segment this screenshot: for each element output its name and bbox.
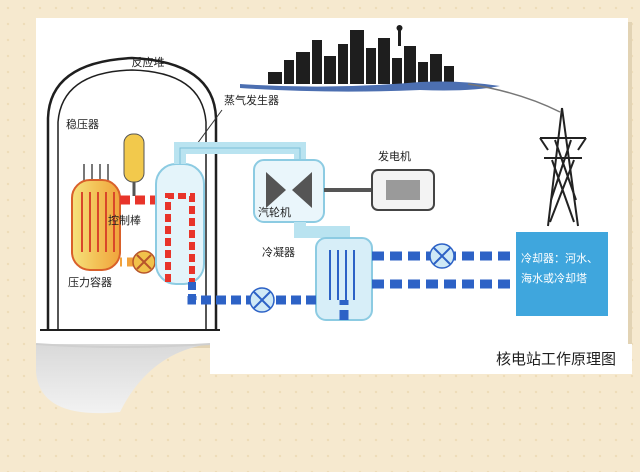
steam-generator	[155, 163, 205, 285]
reactor-containment-inner	[57, 69, 207, 330]
label-reactor: 反应堆	[132, 55, 165, 69]
caption-band	[210, 344, 632, 374]
pressure-vessel	[71, 179, 121, 271]
city-skyline	[268, 25, 454, 84]
turbine-rotor	[266, 172, 312, 208]
label-steam-generator: 蒸气发生器	[224, 93, 279, 107]
label-generator: 发电机	[378, 149, 411, 163]
label-cooler-line2: 海水或冷却塔	[521, 271, 587, 285]
page-curl	[36, 344, 210, 414]
feedwater-loop	[187, 295, 349, 320]
steam-pipe-outline	[179, 147, 301, 164]
fuel-rods	[81, 192, 115, 252]
label-pressure-vessel: 压力容器	[68, 275, 112, 289]
condenser-coils	[329, 250, 355, 300]
page-curl-edge	[35, 343, 211, 348]
power-line	[467, 83, 561, 113]
cooler	[516, 232, 608, 316]
generator-core	[386, 180, 420, 200]
caption: 核电站工作原理图	[496, 350, 616, 368]
primary-pump-cross	[136, 254, 152, 270]
steam-generator-tubes	[165, 193, 195, 282]
feedwater-pump-cross	[253, 291, 271, 309]
label-pressurizer: 稳压器	[66, 117, 99, 131]
turbine-exhaust	[294, 222, 350, 240]
cooling-pump-cross	[433, 247, 451, 265]
label-condenser: 冷凝器	[262, 245, 295, 259]
label-cooler-line1: 冷却器：河水、	[521, 252, 598, 265]
condenser	[315, 237, 373, 321]
steam-generator-pointer	[193, 109, 223, 149]
skyline-ground	[240, 81, 500, 92]
reactor-containment	[46, 56, 218, 330]
transmission-tower	[539, 107, 587, 227]
label-control-rods: 控制棒	[108, 213, 141, 227]
pressurizer	[123, 133, 145, 183]
label-turbine: 汽轮机	[258, 205, 291, 219]
